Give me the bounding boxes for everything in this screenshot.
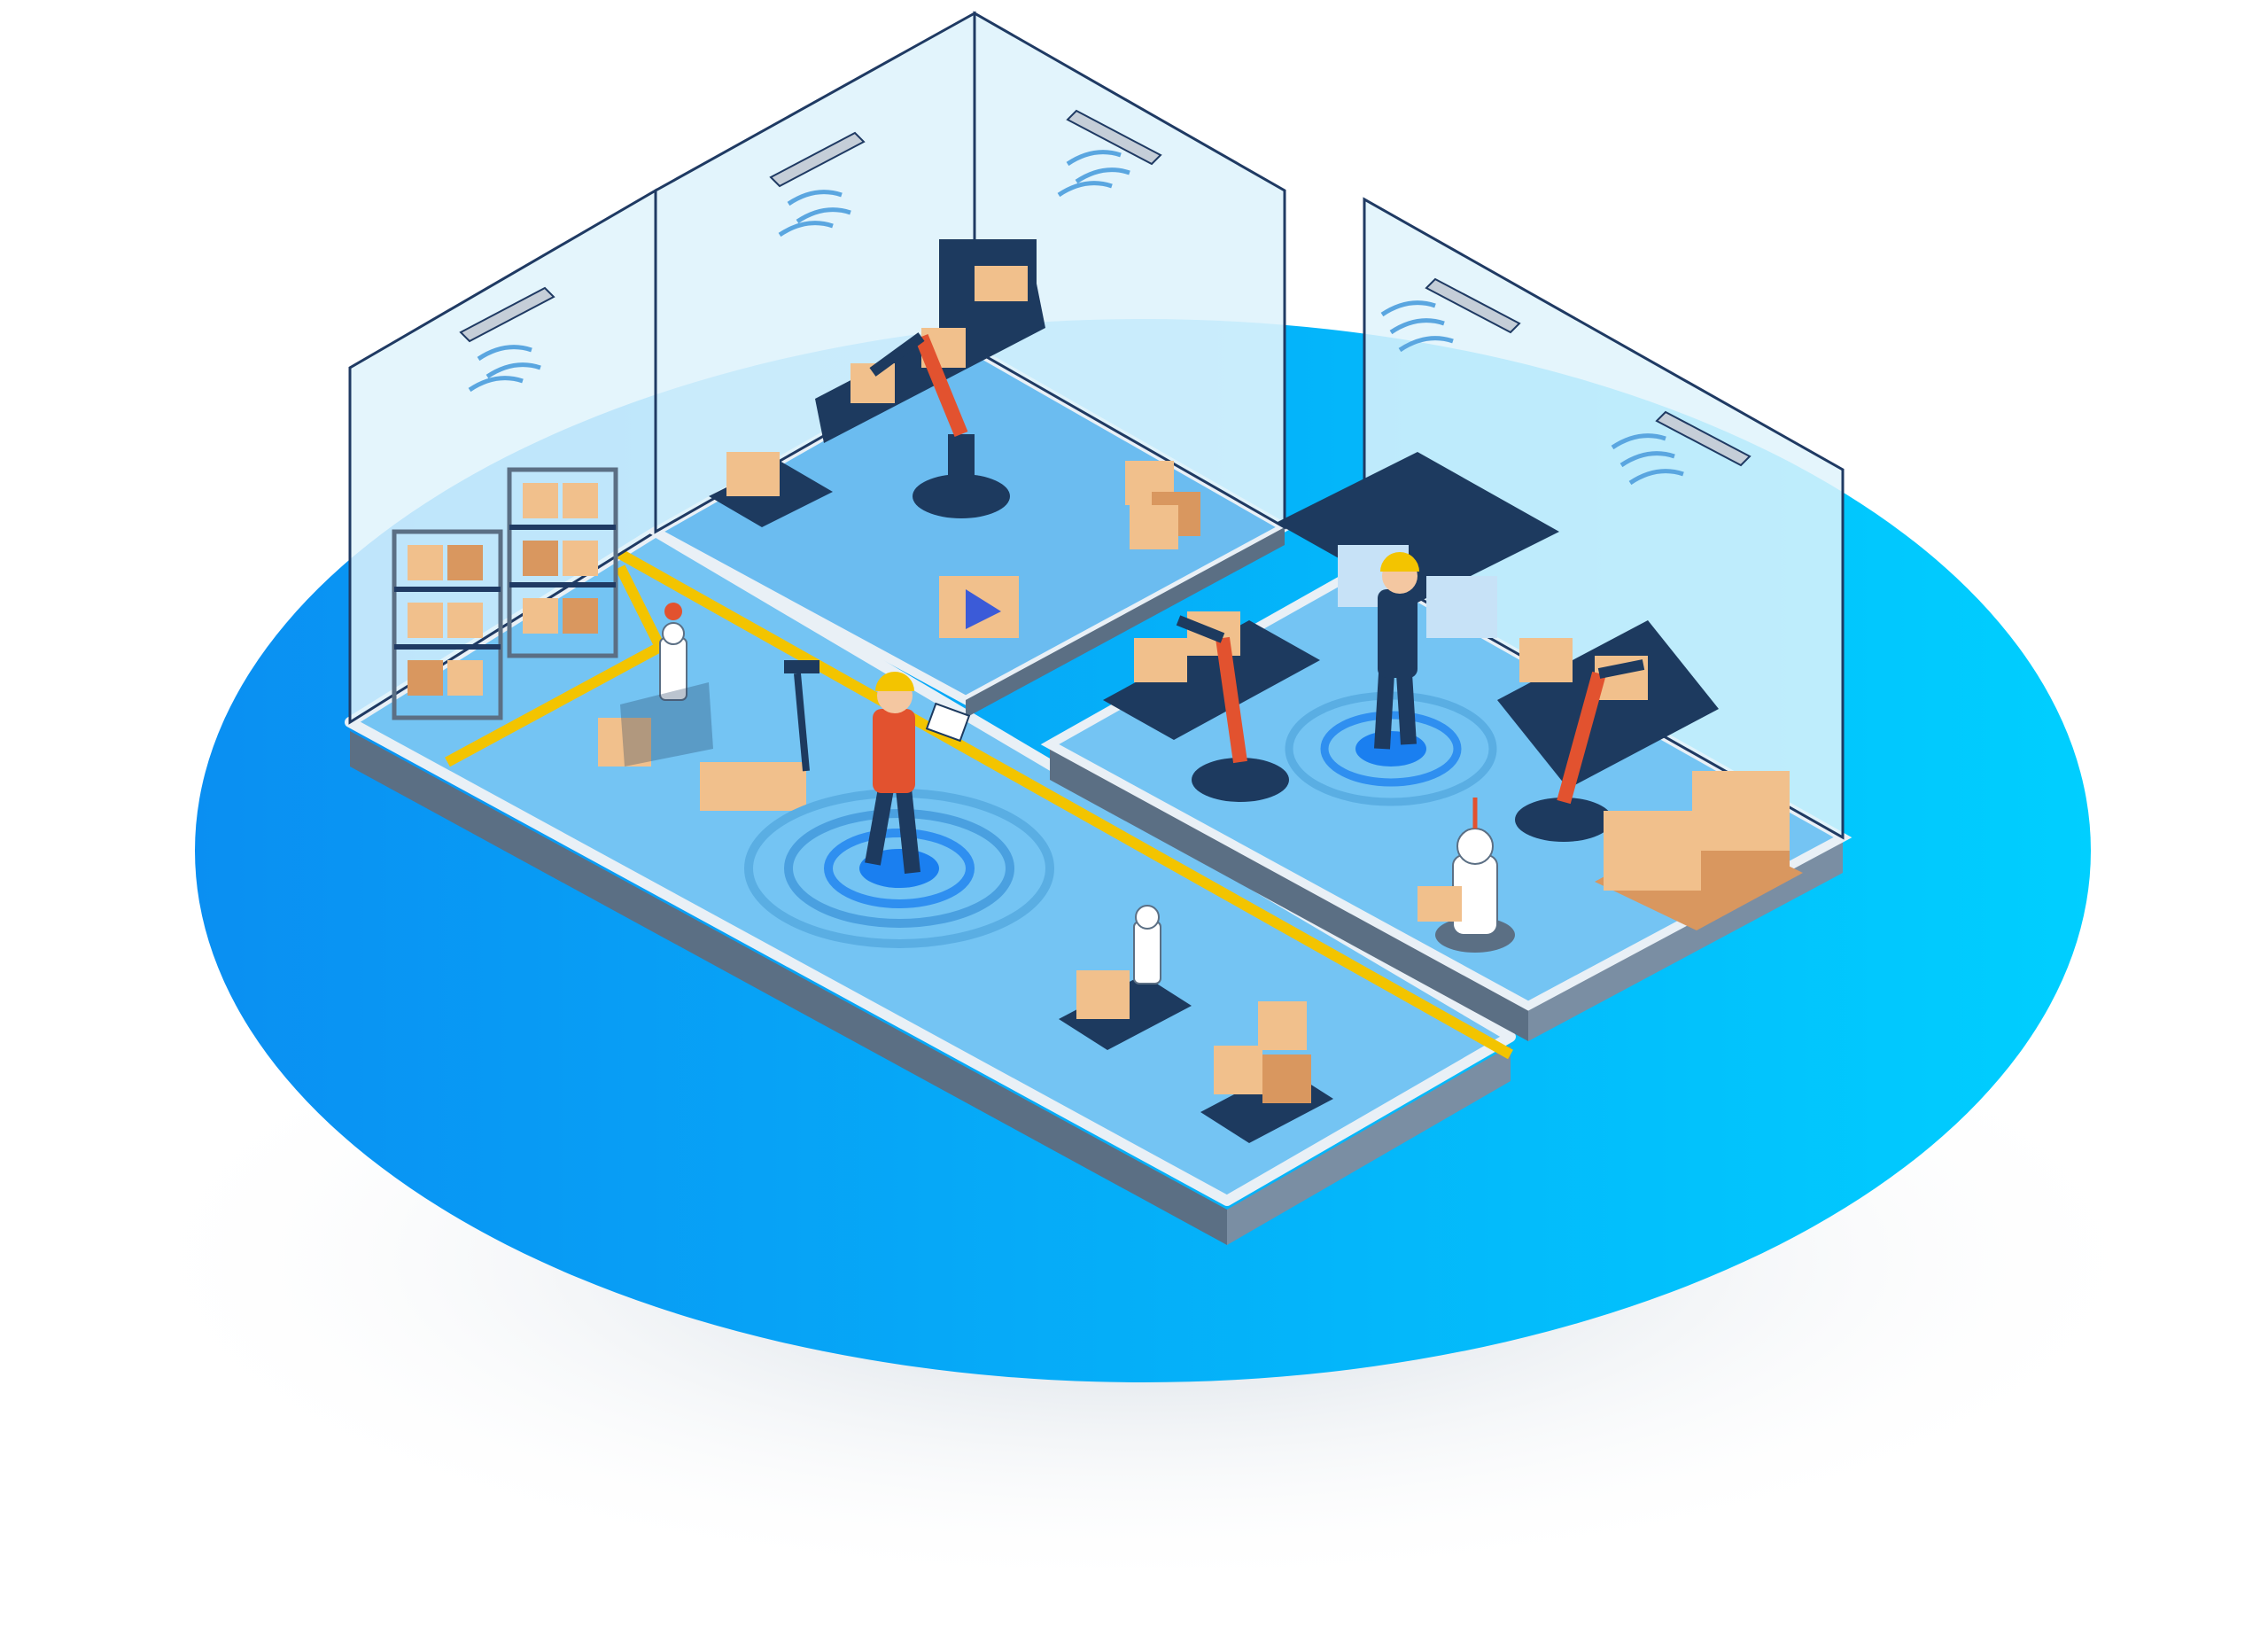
forklift-boxes (598, 682, 713, 767)
inner-room-base (966, 527, 1285, 718)
agv-cart-with-robot (1059, 905, 1192, 1050)
air-conditioners (459, 109, 1751, 486)
agv-cart (709, 452, 833, 527)
right-wall-back (1363, 197, 1845, 840)
left-base-side-front (350, 731, 1227, 1245)
storage-rack (392, 529, 503, 720)
box-stack (1125, 461, 1200, 549)
pallet-boxes (939, 576, 1019, 638)
inner-wall-right (973, 11, 1286, 530)
ac-unit-icon (1057, 109, 1162, 198)
ac-unit-icon (1380, 277, 1521, 353)
left-base-side-right (1227, 1046, 1511, 1245)
storage-rack (507, 467, 618, 658)
service-robot (1418, 798, 1515, 953)
ac-unit-icon (769, 131, 866, 237)
robot-arm (1176, 615, 1289, 802)
yellow-path-main (617, 549, 1513, 1060)
ac-unit-icon (459, 286, 555, 393)
ac-unit-icon (1611, 410, 1751, 486)
worker-at-console (1374, 552, 1419, 750)
worker-with-tablet (865, 672, 971, 874)
robot-arm (1515, 659, 1645, 842)
robot-arm (869, 332, 1010, 518)
service-robot (659, 603, 687, 701)
pallet-boxes (1595, 771, 1803, 930)
right-base-side-front (1050, 749, 1528, 1041)
agv-cart (1200, 1001, 1333, 1143)
pallet-jack (700, 660, 819, 811)
